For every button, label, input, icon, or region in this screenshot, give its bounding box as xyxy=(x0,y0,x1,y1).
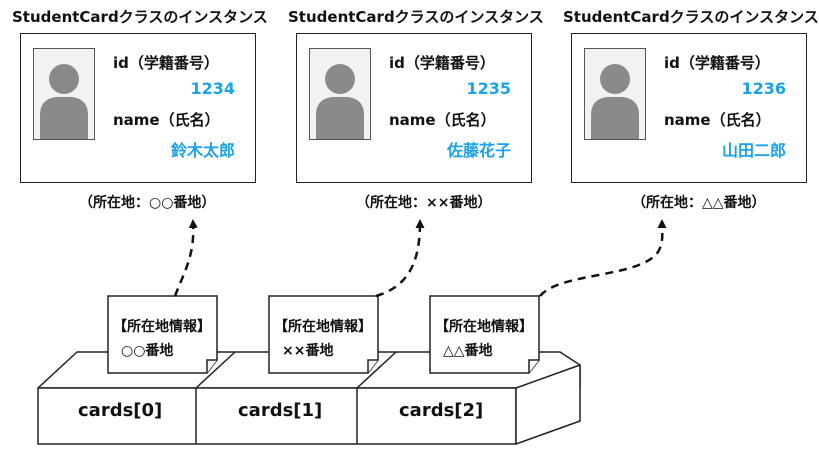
instance-title-2: StudentCardクラスのインスタンス xyxy=(563,8,819,26)
instance-title-1: StudentCardクラスのインスタンス xyxy=(288,8,544,26)
note-value-0: ○○番地 xyxy=(121,343,174,359)
note-2 xyxy=(429,295,540,374)
name-label: name（氏名） xyxy=(664,111,771,129)
note-heading-2: 【所在地情報】 xyxy=(435,319,533,335)
person-silhouette-icon xyxy=(309,48,371,140)
id-label: id（学籍番号） xyxy=(389,54,495,72)
note-heading-0: 【所在地情報】 xyxy=(113,319,211,335)
name-value: 佐藤花子 xyxy=(446,141,511,160)
note-value-2: △△番地 xyxy=(443,343,493,359)
id-value: 1236 xyxy=(741,79,786,98)
note-value-1: ××番地 xyxy=(282,343,334,359)
note-1 xyxy=(268,295,379,374)
name-value: 鈴木太郎 xyxy=(170,141,235,160)
address-label-0: （所在地：○○番地） xyxy=(79,195,216,211)
student-card-2: id（学籍番号） 1236 name（氏名） 山田二郎 xyxy=(571,33,807,183)
id-label: id（学籍番号） xyxy=(664,54,770,72)
dashed-arrow-1 xyxy=(375,219,425,298)
note-0 xyxy=(107,295,218,374)
address-label-1: （所在地：××番地） xyxy=(356,195,492,211)
name-label: name（氏名） xyxy=(389,111,496,129)
array-cell-0: cards[0] xyxy=(78,400,163,421)
name-label: name（氏名） xyxy=(113,111,220,129)
student-card-0: id（学籍番号） 1234 name（氏名） 鈴木太郎 xyxy=(20,33,256,183)
instance-title-0: StudentCardクラスのインスタンス xyxy=(12,8,268,26)
id-label: id（学籍番号） xyxy=(113,54,219,72)
student-card-1: id（学籍番号） 1235 name（氏名） 佐藤花子 xyxy=(296,33,532,183)
name-value: 山田二郎 xyxy=(721,141,786,160)
id-value: 1235 xyxy=(466,79,511,98)
person-silhouette-icon xyxy=(33,48,95,140)
dashed-arrow-0 xyxy=(173,219,198,297)
dashed-arrow-2 xyxy=(539,219,667,297)
array-cell-2: cards[2] xyxy=(399,400,484,421)
array-cell-1: cards[1] xyxy=(238,400,323,421)
address-label-2: （所在地：△△番地） xyxy=(632,195,766,211)
person-silhouette-icon xyxy=(584,48,646,140)
note-heading-1: 【所在地情報】 xyxy=(274,319,372,335)
id-value: 1234 xyxy=(190,79,235,98)
